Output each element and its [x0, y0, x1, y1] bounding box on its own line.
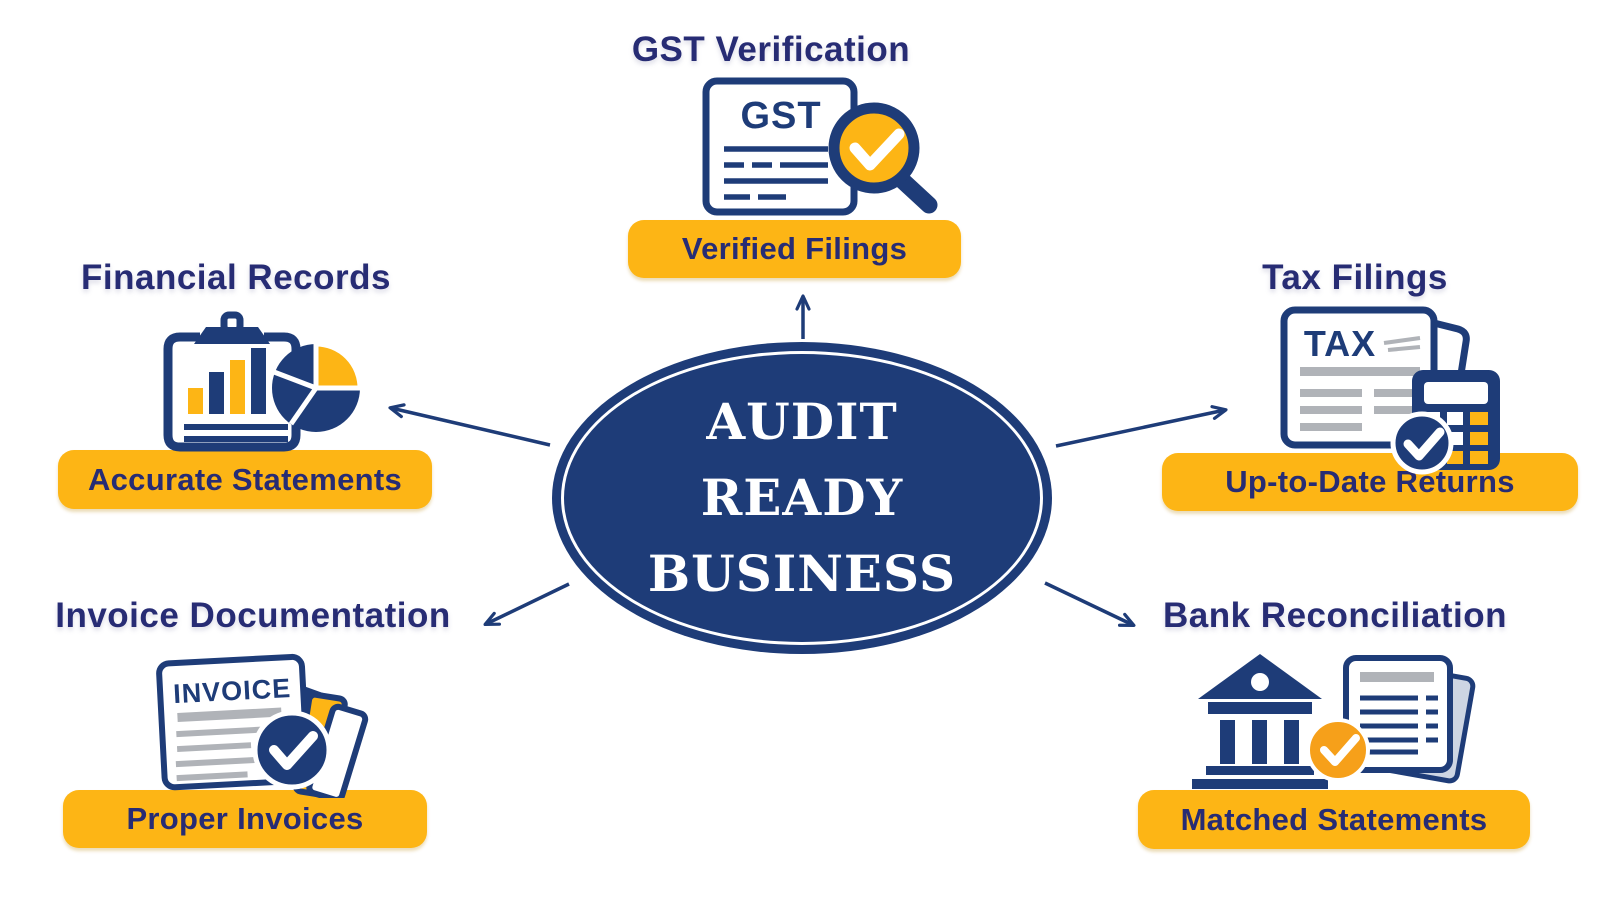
bank-pill: Matched Statements: [1138, 790, 1530, 849]
pie-chart-icon: [272, 341, 363, 432]
arrow-to-bank: [1044, 581, 1136, 628]
clipboard-clip: [194, 327, 270, 344]
checkmark-icon: [849, 128, 905, 171]
tax-doc-label: TAX: [1304, 323, 1376, 364]
financial-clipboard-chart-icon: [163, 311, 363, 452]
statement-document: [1343, 655, 1453, 773]
check-badge: [252, 710, 332, 790]
center-node: AUDIT READY BUSINESS: [552, 342, 1052, 654]
check-badge: [1306, 718, 1370, 782]
gst-pill: Verified Filings: [628, 220, 961, 278]
checkmark-icon: [1320, 734, 1360, 766]
check-badge: [1390, 411, 1454, 475]
arrow-to-financial: [388, 403, 551, 447]
checkmark-icon: [1403, 427, 1445, 461]
tax-doc-text-lines: [1300, 389, 1415, 431]
invoice-document-stack-icon: INVOICE: [156, 653, 369, 798]
tax-pill: Up-to-Date Returns: [1162, 453, 1578, 511]
financial-pill-label: Accurate Statements: [87, 461, 403, 497]
bank-reconciliation-title: Bank Reconciliation: [1162, 596, 1508, 635]
bank-statement-icon: [1192, 654, 1476, 789]
center-text-line1: AUDIT: [706, 392, 898, 451]
gst-pill-label: Verified Filings: [681, 231, 908, 266]
bank-building-icon: [1192, 654, 1328, 789]
invoice-heading-bar: [177, 707, 282, 722]
tax-doc-heading-bar: [1300, 367, 1420, 376]
magnifier-lens: [828, 102, 920, 194]
statement-heading-bar: [1360, 672, 1434, 682]
gst-document-magnifier-icon: GST: [702, 77, 938, 216]
invoice-pill: Proper Invoices: [63, 790, 427, 848]
arrow-to-invoice: [483, 582, 570, 627]
clipboard-text-lines: [184, 424, 288, 442]
arrow-to-tax: [1055, 405, 1228, 448]
checkmark-icon: [269, 731, 318, 770]
tax-doc-squiggle: [1383, 336, 1421, 352]
gst-doc-label: GST: [740, 95, 821, 137]
center-text-line2: READY: [700, 468, 904, 527]
center-text-line3: BUSINESS: [647, 544, 957, 603]
tax-filings-title: Tax Filings: [1262, 258, 1448, 297]
financial-pill: Accurate Statements: [58, 450, 432, 509]
gst-doc-text-lines: [724, 146, 828, 200]
bar-chart: [188, 348, 266, 414]
invoice-documentation-title: Invoice Documentation: [55, 596, 451, 635]
invoice-pill-label: Proper Invoices: [126, 801, 364, 836]
invoice-doc-label: INVOICE: [172, 673, 291, 709]
gst-verification-title: GST Verification: [631, 30, 911, 69]
tax-document-calculator-icon: TAX: [1280, 306, 1500, 475]
bank-pill-label: Matched Statements: [1180, 801, 1488, 837]
clipboard-frame: [163, 332, 301, 452]
magnifier-handle: [894, 172, 938, 214]
financial-records-title: Financial Records: [81, 258, 391, 297]
